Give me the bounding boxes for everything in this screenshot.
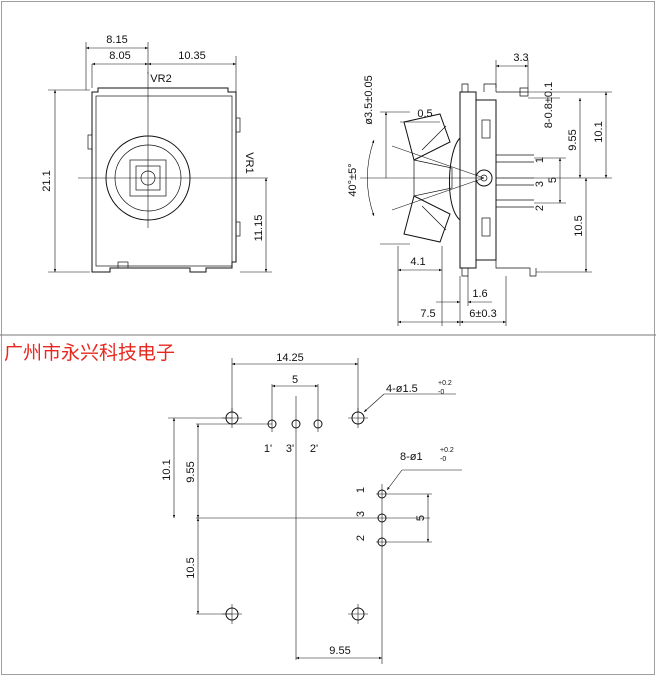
- pin-label-1p: 1': [264, 443, 272, 455]
- knob-blade-top: [403, 113, 451, 161]
- dim-5-top: 5: [292, 374, 298, 386]
- pin-label-2p: 2': [310, 443, 318, 455]
- side-body: [459, 91, 477, 269]
- dim-8-15: 8.15: [106, 34, 127, 46]
- dim-5-right: 5: [415, 515, 427, 521]
- side-tab-right-top: [235, 117, 241, 133]
- dim-0-5: 0.5: [417, 108, 432, 120]
- dim-11-15: 11.15: [253, 215, 265, 242]
- pin-label-1: 1: [355, 487, 367, 493]
- dim-7-5: 7.5: [420, 308, 435, 320]
- knob-blade-bottom: [403, 195, 451, 243]
- side-tab-right-bottom: [235, 221, 241, 237]
- dim-3-3: 3.3: [513, 52, 528, 64]
- dim-1-6: 1.6: [472, 288, 487, 300]
- dim-14-25: 14.25: [276, 352, 304, 364]
- hole-big-minus: -0: [438, 389, 444, 396]
- side-view: 40°±5° ø3.5±0.05 0.5 3.3 8-0.8±0.1 9.55 …: [347, 52, 612, 326]
- dim-pin-pitch: 8-0.8±0.1: [543, 82, 555, 128]
- hole-big-plus: +0.2: [438, 380, 452, 387]
- pin-label-3p: 3': [286, 443, 294, 455]
- pcb-footprint: 1' 3' 2' 1 3 2 14.25 5 4-ø1.5 +0.2 -0: [161, 352, 462, 664]
- dim-shaft-dia: ø3.5±0.05: [363, 75, 375, 124]
- dim-8-05: 8.05: [109, 50, 130, 62]
- dim-9-55-left: 9.55: [185, 461, 197, 482]
- dim-5-side: 5: [547, 177, 559, 183]
- side-pin-2: 2: [534, 205, 546, 211]
- hole-small-plus: +0.2: [440, 447, 454, 454]
- side-tab-left: [87, 134, 93, 150]
- dim-9-55-side: 9.55: [567, 129, 579, 150]
- pot-body-inner: [95, 95, 233, 267]
- dim-9-55-bottom: 9.55: [329, 645, 350, 657]
- pin-label-3: 3: [355, 511, 367, 517]
- dim-10-1-pcb: 10.1: [161, 459, 173, 480]
- side-pin-3: 3: [534, 181, 546, 187]
- hole-big-callout: 4-ø1.5: [386, 383, 418, 395]
- manufacturer-label: 广州市永兴科技电子: [4, 342, 175, 364]
- dim-21-1: 21.1: [41, 170, 53, 191]
- dim-10-5-side: 10.5: [573, 215, 585, 236]
- pot-body-outline: [91, 87, 237, 273]
- knob-curve: [449, 137, 461, 221]
- side-pin-1: 1: [534, 157, 546, 163]
- bottom-tab: [117, 261, 129, 269]
- dim-10-5-pcb: 10.5: [185, 557, 197, 578]
- label-vr1: VR1: [243, 152, 255, 173]
- hole-small-callout: 8-ø1: [400, 451, 423, 463]
- label-vr2: VR2: [150, 73, 171, 85]
- dim-10-1-side: 10.1: [593, 121, 605, 142]
- front-view: 8.15 8.05 10.35 VR2 21.1 VR1 11.15: [41, 34, 272, 273]
- pin-label-2: 2: [355, 535, 367, 541]
- dim-6: 6±0.3: [469, 308, 496, 320]
- dim-10-35: 10.35: [178, 50, 206, 62]
- hole-small-minus: -0: [440, 456, 446, 463]
- dim-angle: 40°±5°: [347, 163, 359, 196]
- dim-4-1: 4.1: [410, 256, 425, 268]
